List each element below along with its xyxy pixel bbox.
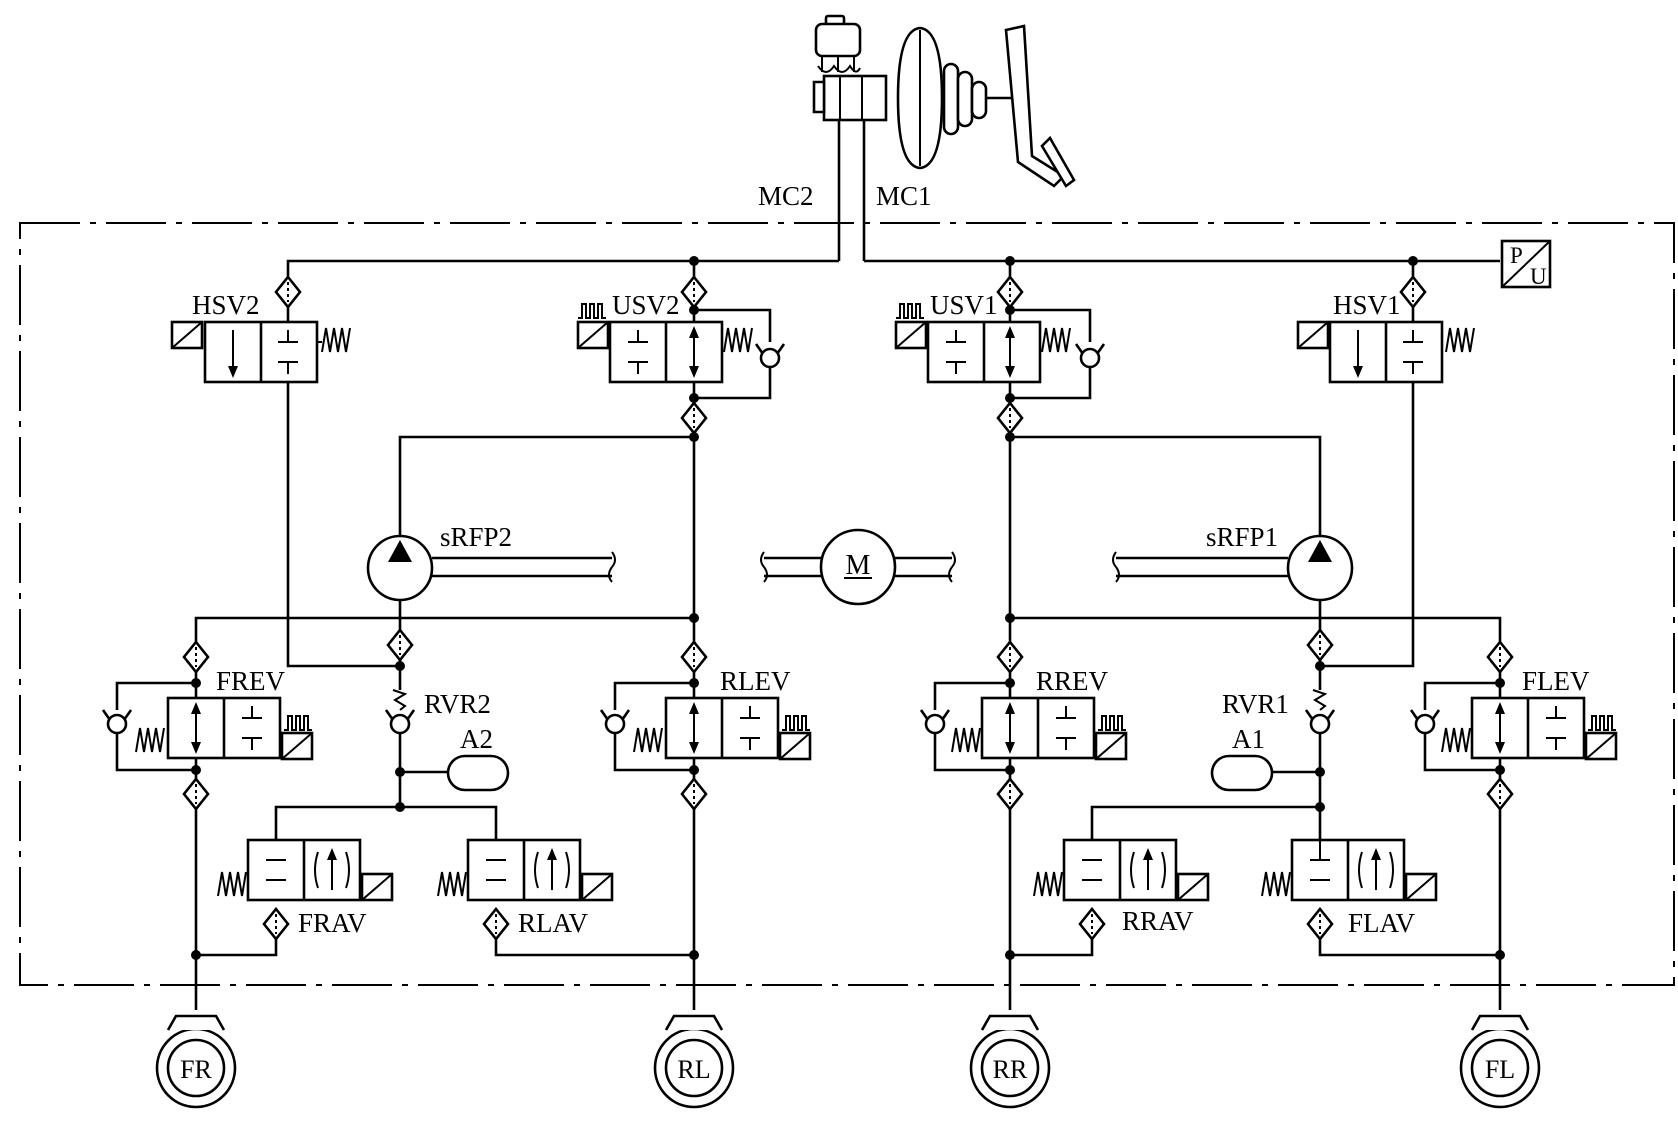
- label-rrev: RREV: [1036, 666, 1109, 696]
- frev-valve: [101, 640, 314, 1010]
- supply-lines: [286, 256, 1500, 278]
- sensor-p-label: P: [1510, 243, 1523, 268]
- pump-srfp1: [1112, 534, 1354, 630]
- rrev-valve: [919, 640, 1128, 1010]
- label-flav: FLAV: [1348, 908, 1416, 938]
- hsv2-valve: [170, 275, 351, 660]
- label-usv2: USV2: [612, 290, 680, 320]
- motor-label: M: [846, 550, 871, 581]
- label-rvr1: RVR1: [1222, 689, 1289, 719]
- label-a2: A2: [460, 724, 493, 754]
- rlev-valve: [599, 640, 812, 1010]
- label-rlav: RLAV: [518, 908, 589, 938]
- label-flev: FLEV: [1522, 666, 1590, 696]
- wheel-rr-label: RR: [993, 1055, 1028, 1084]
- pressure-sensor: [1500, 239, 1552, 289]
- usv1-valve: [894, 275, 1322, 618]
- label-rlev: RLEV: [720, 666, 791, 696]
- wheel-fr-label: FR: [180, 1055, 212, 1084]
- sensor-u-label: U: [1530, 264, 1547, 289]
- label-rrav: RRAV: [1122, 906, 1194, 936]
- label-hsv2: HSV2: [192, 290, 260, 320]
- usv2-valve: [398, 275, 786, 618]
- label-a1: A1: [1232, 724, 1265, 754]
- flav-valve: [1261, 807, 1505, 960]
- label-mc2: MC2: [758, 181, 814, 211]
- label-mc1: MC1: [876, 181, 932, 211]
- rvr2-branch: [274, 628, 510, 840]
- rlav-valve: [437, 838, 699, 960]
- label-hsv1: HSV1: [1333, 290, 1401, 320]
- motor: [760, 528, 956, 606]
- flev-valve: [1409, 640, 1618, 1010]
- rvr1-branch: [1090, 628, 1415, 840]
- rrav-valve: [1005, 838, 1210, 960]
- wheel-fl-label: FL: [1485, 1055, 1515, 1084]
- master-cylinder-assembly: [812, 14, 1076, 261]
- frav-valve: [191, 838, 394, 960]
- label-rvr2: RVR2: [424, 689, 491, 719]
- label-srfp2: sRFP2: [440, 522, 512, 552]
- label-usv1: USV1: [930, 290, 998, 320]
- pump-srfp2: [366, 534, 616, 630]
- label-frev: FREV: [216, 666, 286, 696]
- pump-outlet-lines: [194, 613, 1502, 660]
- wheel-rl-label: RL: [677, 1055, 710, 1084]
- label-srfp1: sRFP1: [1206, 522, 1278, 552]
- hydraulic-unit-boundary: [19, 222, 1675, 986]
- label-frav: FRAV: [298, 908, 367, 938]
- hsv1-valve: [1296, 275, 1475, 664]
